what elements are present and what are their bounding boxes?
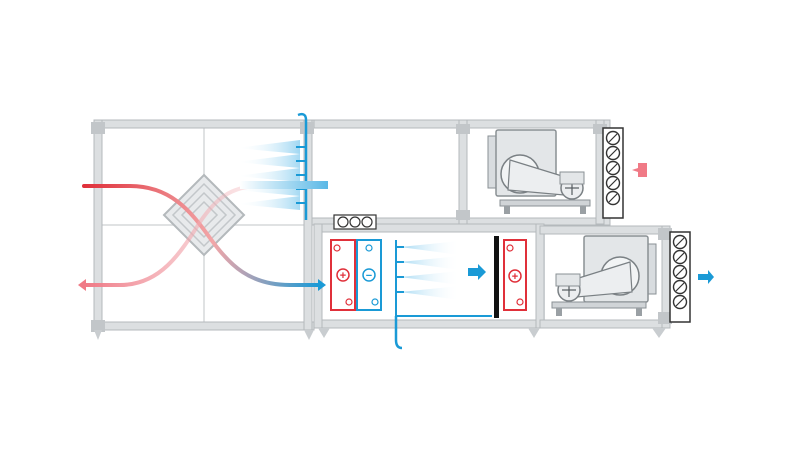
reheat-symbol: + xyxy=(512,271,518,283)
fan-motor-icon xyxy=(487,129,591,214)
cooling-coil-icon: − xyxy=(356,239,382,311)
upper-humidifier-spray xyxy=(236,112,328,220)
exhaust-flow-arrowhead xyxy=(78,279,86,291)
heating-coil-icon: + xyxy=(503,239,527,311)
damper-icon xyxy=(333,214,377,230)
supply-flow-arrowhead xyxy=(318,279,326,291)
arrow-left-icon xyxy=(632,163,647,177)
heating-symbol: + xyxy=(340,270,346,282)
damper-icon xyxy=(669,231,691,323)
exhaust-air-flow xyxy=(84,184,302,287)
arrow-right-icon xyxy=(698,270,714,284)
damper-icon xyxy=(602,127,624,219)
heating-coil-icon: + xyxy=(330,239,356,311)
cooling-symbol: − xyxy=(366,270,372,282)
fan-motor-icon xyxy=(551,235,657,316)
lower-humidifier-spray xyxy=(394,240,492,350)
outdoor-air-flow xyxy=(82,184,320,287)
filter-divider xyxy=(494,236,499,318)
arrow-right-icon xyxy=(468,264,486,280)
